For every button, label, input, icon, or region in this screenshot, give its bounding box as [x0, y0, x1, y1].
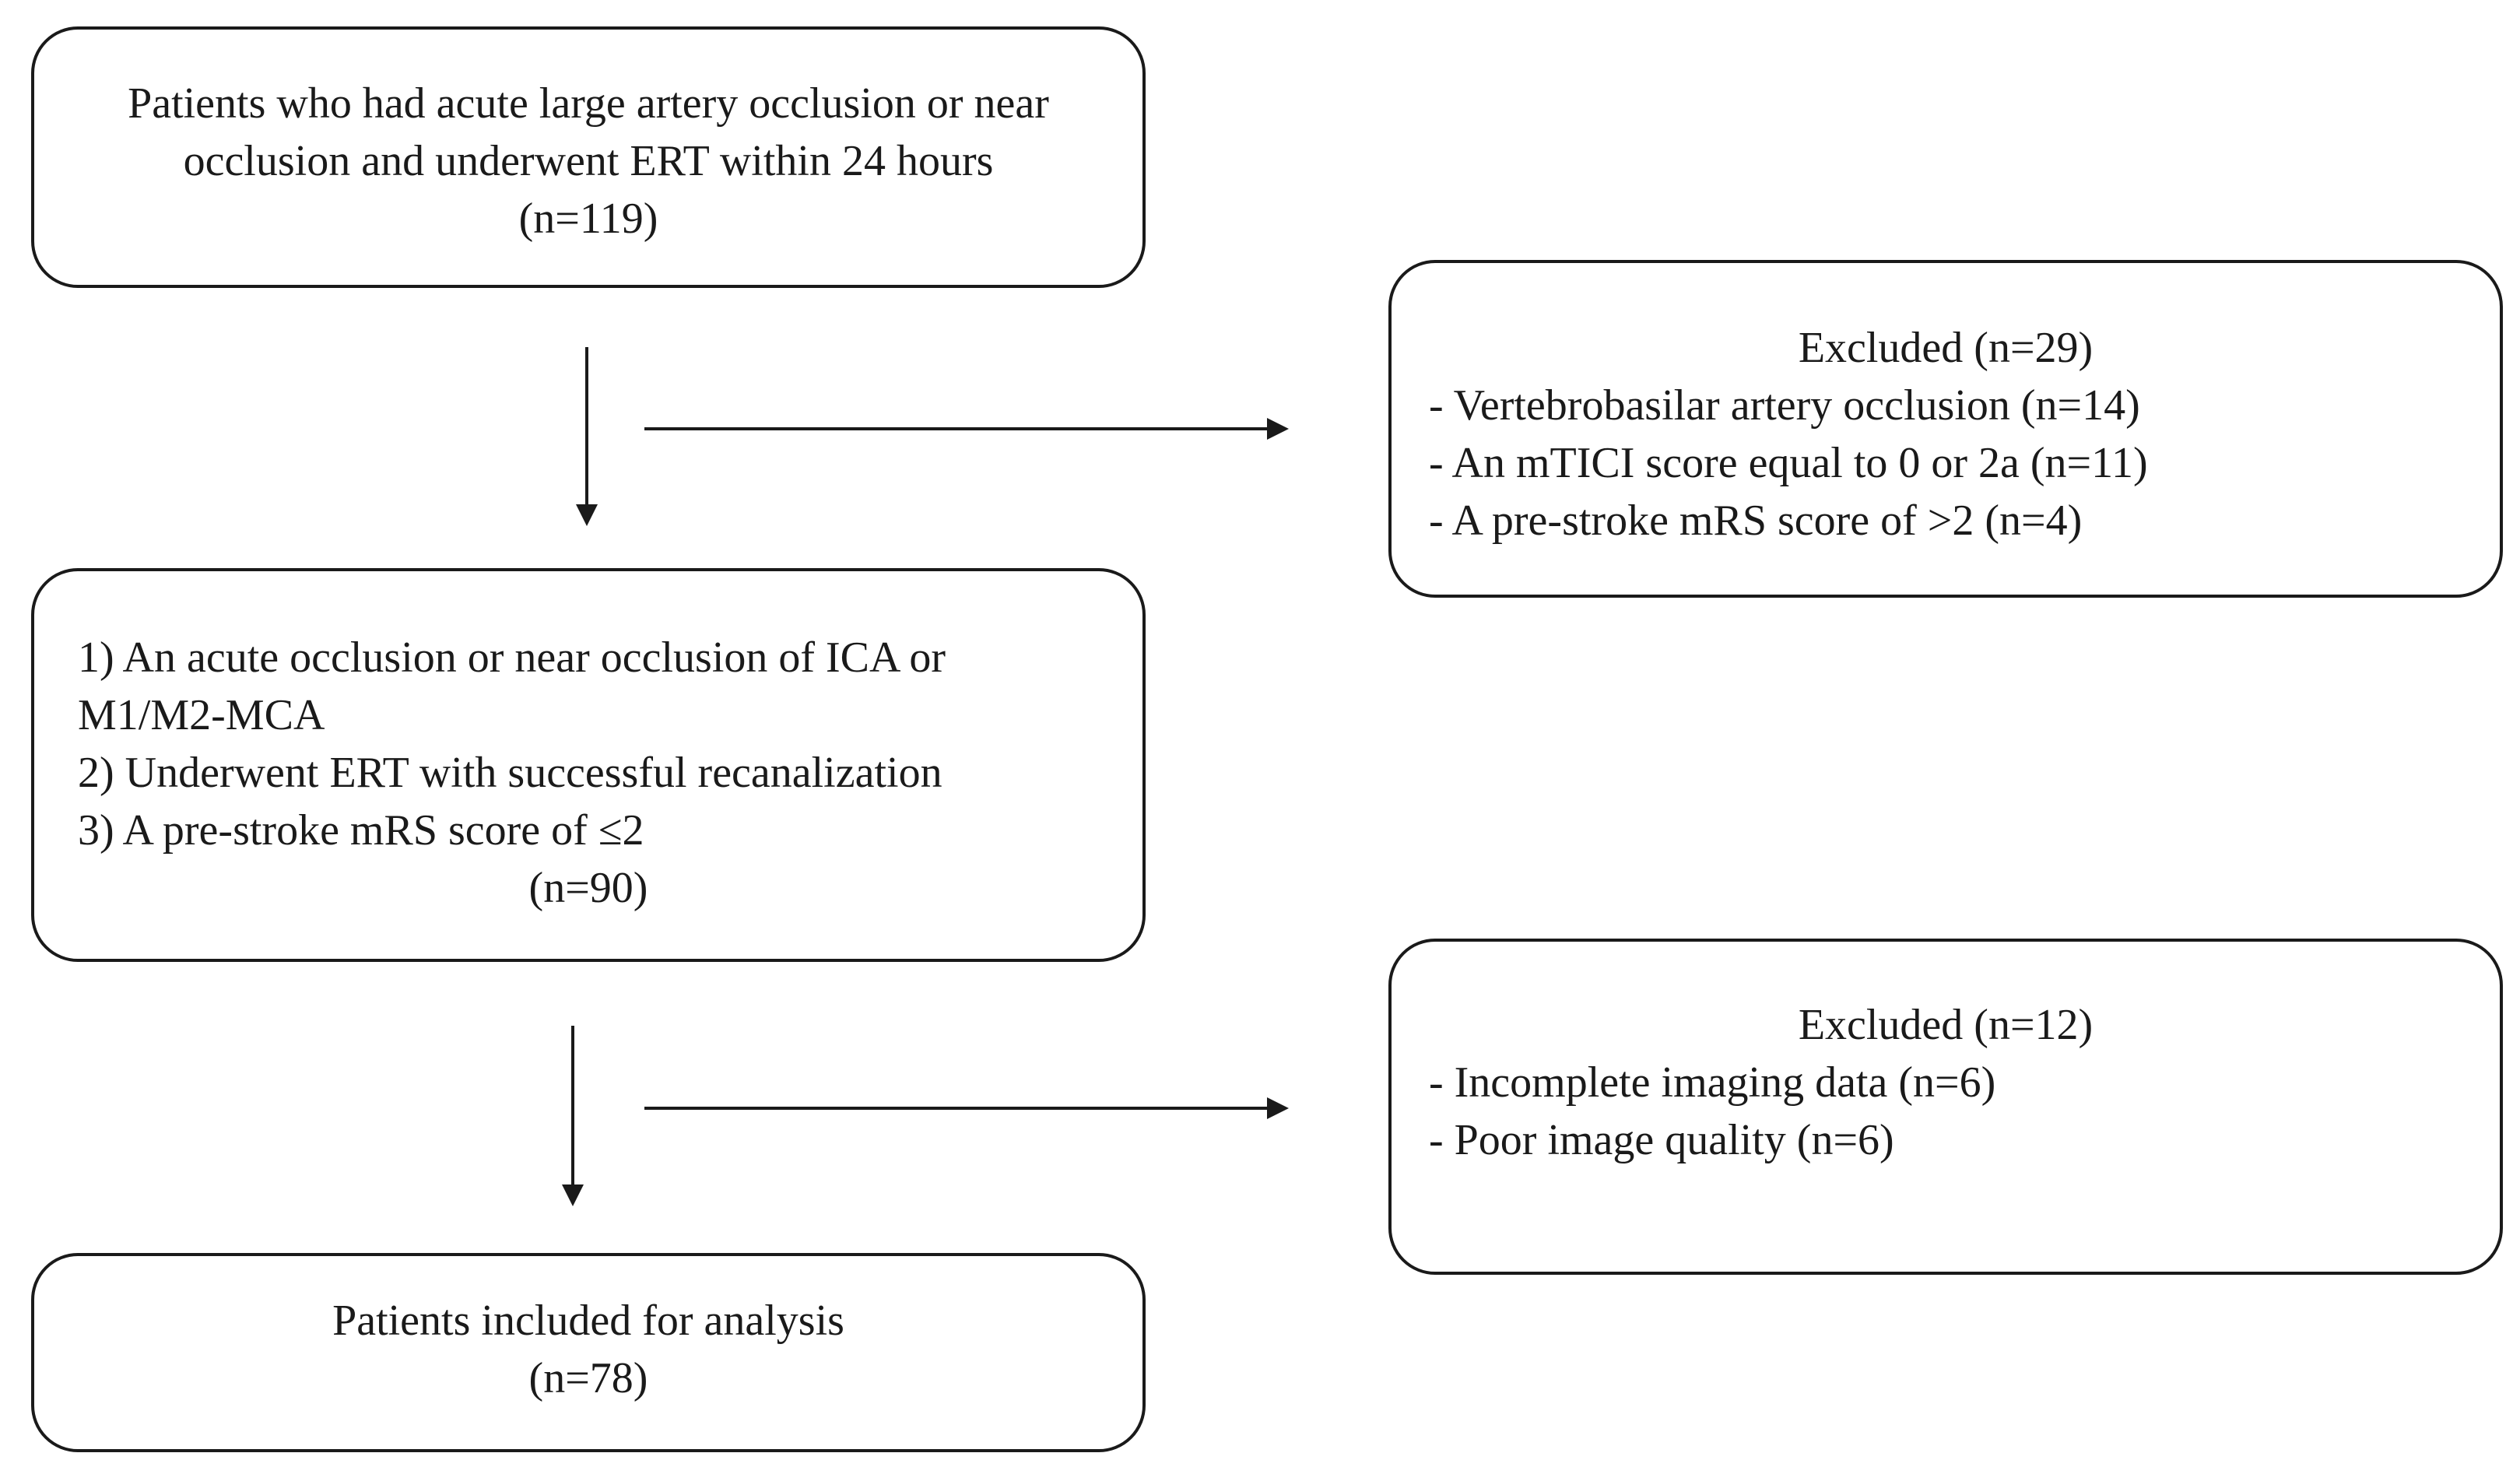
final-analysis-label: Patients included for analysis — [332, 1297, 844, 1345]
initial-population-line-2: occlusion and underwent ERT within 24 ho… — [183, 137, 994, 185]
excluded-1-item-3: - A pre-stroke mRS score of >2 (n=4) — [1429, 497, 2083, 545]
final-analysis-box: Patients included for analysis (n=78) — [31, 1253, 1146, 1452]
initial-population-count: (n=119) — [518, 195, 658, 243]
excluded-1-item-2: - An mTICI score equal to 0 or 2a (n=11) — [1429, 439, 2148, 487]
inclusion-criteria-box: 1) An acute occlusion or near occlusion … — [31, 568, 1146, 962]
excluded-2-item-1: - Incomplete imaging data (n=6) — [1429, 1058, 1996, 1107]
criteria-count: (n=90) — [528, 864, 648, 912]
criteria-item-1: 1) An acute occlusion or near occlusion … — [78, 633, 946, 682]
criteria-item-2: 2) Underwent ERT with successful recanal… — [78, 749, 942, 797]
excluded-2-item-2: - Poor image quality (n=6) — [1429, 1116, 1894, 1164]
excluded-2-title: Excluded (n=12) — [1798, 1001, 2094, 1049]
excluded-1-item-1: - Vertebrobasilar artery occlusion (n=14… — [1429, 381, 2140, 430]
initial-population-line-1: Patients who had acute large artery occl… — [128, 79, 1049, 128]
initial-population-box: Patients who had acute large artery occl… — [31, 26, 1146, 288]
excluded-box-1: Excluded (n=29) - Vertebrobasilar artery… — [1388, 260, 2503, 598]
excluded-1-title: Excluded (n=29) — [1798, 324, 2094, 372]
criteria-item-1-cont: M1/M2-MCA — [78, 691, 325, 739]
criteria-item-3: 3) A pre-stroke mRS score of ≤2 — [78, 806, 644, 855]
final-analysis-count: (n=78) — [528, 1354, 648, 1402]
excluded-box-2: Excluded (n=12) - Incomplete imaging dat… — [1388, 939, 2503, 1275]
